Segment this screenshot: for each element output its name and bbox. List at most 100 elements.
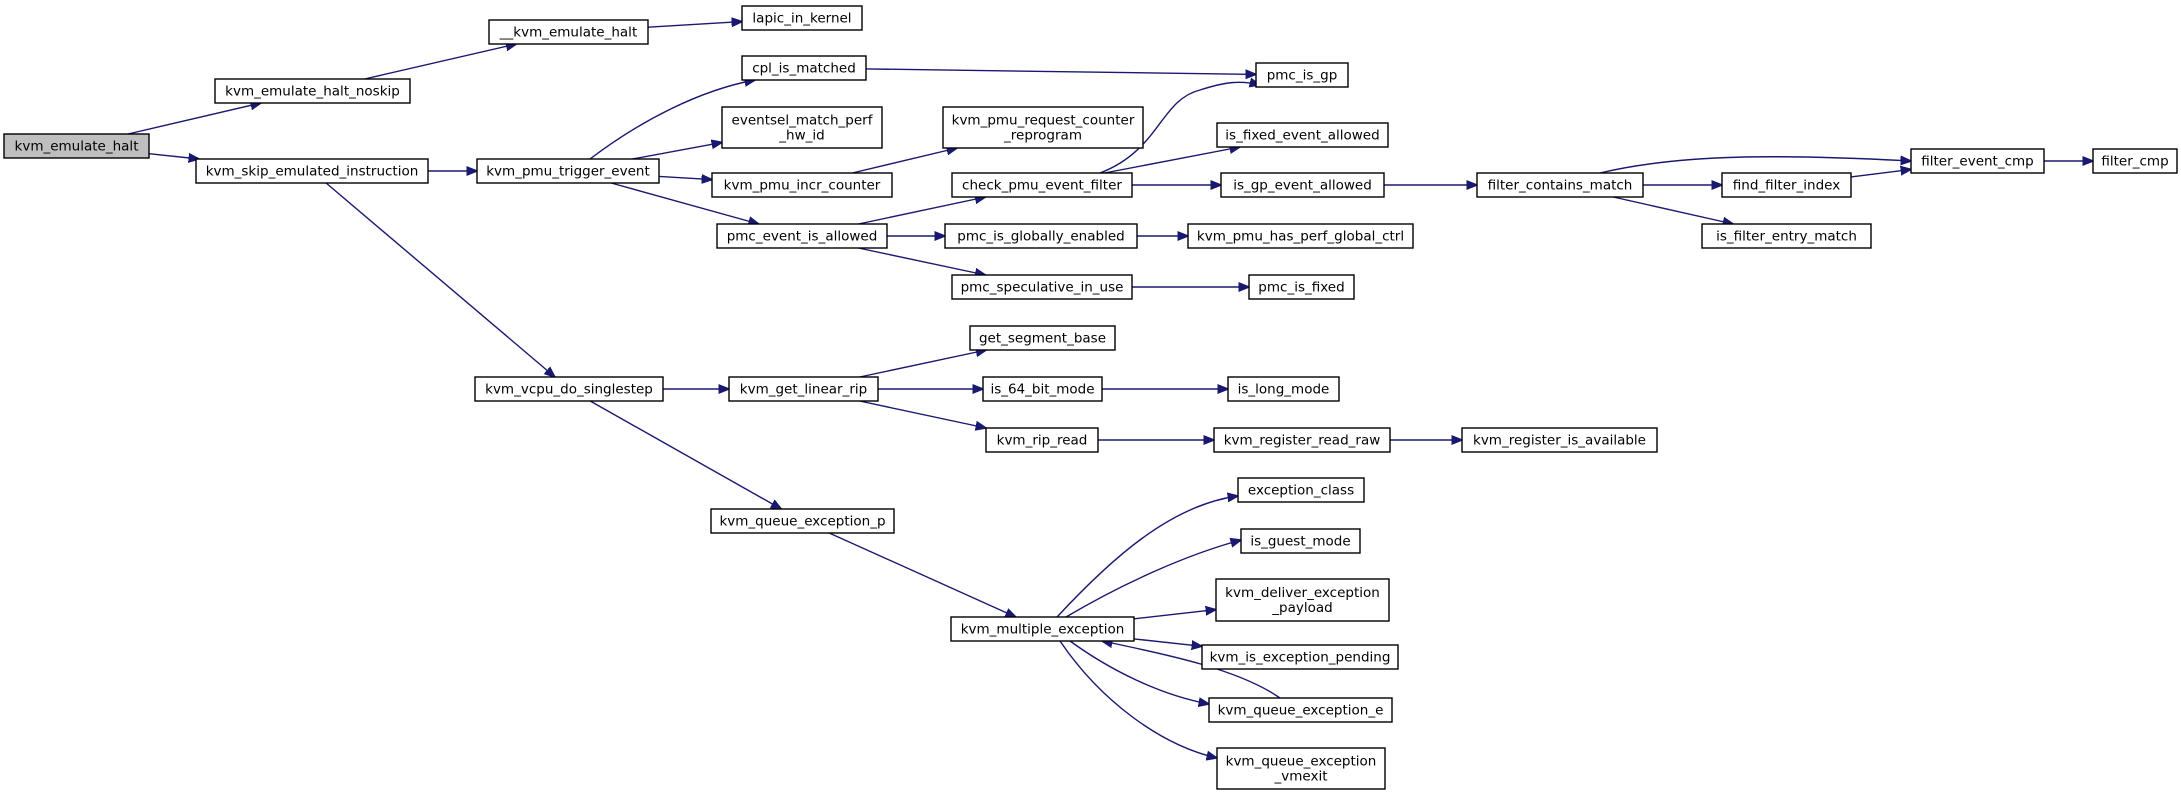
- node-box[interactable]: [474, 376, 664, 402]
- node-kvm-emulate-halt-noskip[interactable]: kvm_emulate_halt_noskip: [214, 78, 411, 104]
- node-kvm-pmu-request-counter-reprogram[interactable]: kvm_pmu_request_counter_reprogram: [942, 106, 1144, 149]
- node-box[interactable]: [1213, 427, 1391, 453]
- node-box[interactable]: [1216, 747, 1386, 790]
- edge-kvm-get-linear-rip-to-get-segment-base: [859, 350, 987, 378]
- node-kvm-get-linear-rip[interactable]: kvm_get_linear_rip: [728, 376, 879, 402]
- node-kvm-queue-exception-p[interactable]: kvm_queue_exception_p: [710, 508, 895, 534]
- node-cpl-is-matched[interactable]: cpl_is_matched: [741, 55, 867, 81]
- node-box[interactable]: [1476, 172, 1644, 198]
- edge-kvm-get-linear-rip-to-kvm-rip-read: [859, 400, 986, 428]
- node-box[interactable]: [476, 158, 660, 184]
- node-filter-contains-match[interactable]: filter_contains_match: [1476, 172, 1644, 198]
- node-box[interactable]: [1216, 122, 1389, 148]
- edge-kvm-multiple-exception-to-kvm-queue-exception-e: [1069, 640, 1209, 704]
- node-kvm-queue-exception-vmexit[interactable]: kvm_queue_exception_vmexit: [1216, 747, 1386, 790]
- edge-kvm-pmu-trigger-event-to-eventsel-match-perf-hw-id: [632, 142, 722, 160]
- node-kvm-emulate-halt[interactable]: kvm_emulate_halt: [3, 133, 150, 159]
- node-box[interactable]: [1208, 697, 1393, 723]
- node-box[interactable]: [3, 133, 150, 159]
- node-box[interactable]: [1240, 528, 1361, 554]
- node-pmc-is-globally-enabled[interactable]: pmc_is_globally_enabled: [944, 223, 1138, 249]
- node-label: kvm_queue_exception_e: [1218, 703, 1384, 719]
- node-find-filter-index[interactable]: find_filter_index: [1721, 172, 1852, 198]
- node-label: is_fixed_event_allowed: [1225, 128, 1379, 144]
- node-label: eventsel_match_perf: [732, 113, 874, 129]
- node-box[interactable]: [1910, 148, 2045, 174]
- node-box[interactable]: [214, 78, 411, 104]
- node-box[interactable]: [982, 376, 1103, 402]
- node-kvm-deliver-exception-payload[interactable]: kvm_deliver_exception_payload: [1215, 578, 1390, 622]
- node-is-guest-mode[interactable]: is_guest_mode: [1240, 528, 1361, 554]
- node-box[interactable]: [1215, 578, 1390, 622]
- node-box[interactable]: [1721, 172, 1852, 198]
- node-pmc-is-gp[interactable]: pmc_is_gp: [1255, 62, 1349, 88]
- node-kvm-pmu-incr-counter[interactable]: kvm_pmu_incr_counter: [711, 172, 893, 198]
- nodes-layer: kvm_emulate_halt kvm_emulate_halt_noskip _…: [3, 5, 2178, 790]
- node-box[interactable]: [710, 508, 895, 534]
- node-label: kvm_pmu_has_perf_global_ctrl: [1197, 229, 1404, 245]
- node-box[interactable]: [711, 172, 893, 198]
- node---kvm-emulate-halt[interactable]: __kvm_emulate_halt: [488, 19, 649, 45]
- node-pmc-is-fixed[interactable]: pmc_is_fixed: [1248, 274, 1355, 300]
- node-box[interactable]: [1220, 172, 1385, 198]
- node-label: kvm_is_exception_pending: [1210, 650, 1391, 666]
- edge-find-filter-index-to-filter-event-cmp: [1850, 169, 1911, 178]
- node-filter-cmp[interactable]: filter_cmp: [2092, 148, 2178, 174]
- node-box[interactable]: [1187, 223, 1414, 249]
- node-kvm-register-read-raw[interactable]: kvm_register_read_raw: [1213, 427, 1391, 453]
- node-kvm-skip-emulated-instruction[interactable]: kvm_skip_emulated_instruction: [195, 158, 429, 184]
- node-kvm-multiple-exception[interactable]: kvm_multiple_exception: [950, 616, 1135, 642]
- node-label: kvm_get_linear_rip: [740, 382, 867, 398]
- node-is-fixed-event-allowed[interactable]: is_fixed_event_allowed: [1216, 122, 1389, 148]
- node-kvm-register-is-available[interactable]: kvm_register_is_available: [1461, 427, 1658, 453]
- node-kvm-rip-read[interactable]: kvm_rip_read: [985, 427, 1099, 453]
- node-lapic-in-kernel[interactable]: lapic_in_kernel: [741, 5, 863, 31]
- node-filter-event-cmp[interactable]: filter_event_cmp: [1910, 148, 2045, 174]
- node-label: kvm_register_read_raw: [1224, 433, 1381, 449]
- node-box[interactable]: [969, 325, 1116, 351]
- node-box[interactable]: [942, 106, 1144, 149]
- node-kvm-is-exception-pending[interactable]: kvm_is_exception_pending: [1201, 644, 1399, 670]
- node-box[interactable]: [721, 106, 883, 149]
- node-box[interactable]: [1255, 62, 1349, 88]
- node-is-64-bit-mode[interactable]: is_64_bit_mode: [982, 376, 1103, 402]
- node-box[interactable]: [951, 274, 1133, 300]
- node-is-filter-entry-match[interactable]: is_filter_entry_match: [1701, 223, 1872, 249]
- node-box[interactable]: [985, 427, 1099, 453]
- node-pmc-speculative-in-use[interactable]: pmc_speculative_in_use: [951, 274, 1133, 300]
- node-box[interactable]: [741, 55, 867, 81]
- node-box[interactable]: [944, 223, 1138, 249]
- edge-kvm-multiple-exception-to-exception-class: [1056, 496, 1238, 618]
- node-box[interactable]: [1237, 477, 1365, 503]
- node-box[interactable]: [1248, 274, 1355, 300]
- node-box[interactable]: [488, 19, 649, 45]
- node-label: kvm_emulate_halt_noskip: [225, 84, 400, 100]
- node-is-gp-event-allowed[interactable]: is_gp_event_allowed: [1220, 172, 1385, 198]
- node-get-segment-base[interactable]: get_segment_base: [969, 325, 1116, 351]
- node-label: kvm_skip_emulated_instruction: [206, 164, 419, 180]
- node-box[interactable]: [195, 158, 429, 184]
- node-pmc-event-is-allowed[interactable]: pmc_event_is_allowed: [716, 223, 888, 249]
- node-kvm-pmu-has-perf-global-ctrl[interactable]: kvm_pmu_has_perf_global_ctrl: [1187, 223, 1414, 249]
- node-kvm-pmu-trigger-event[interactable]: kvm_pmu_trigger_event: [476, 158, 660, 184]
- node-box[interactable]: [1701, 223, 1872, 249]
- node-label: filter_contains_match: [1488, 178, 1633, 194]
- node-box[interactable]: [728, 376, 879, 402]
- node-box[interactable]: [1201, 644, 1399, 670]
- node-label: kvm_deliver_exception: [1225, 585, 1380, 601]
- node-box[interactable]: [2092, 148, 2178, 174]
- node-kvm-queue-exception-e[interactable]: kvm_queue_exception_e: [1208, 697, 1393, 723]
- node-kvm-vcpu-do-singlestep[interactable]: kvm_vcpu_do_singlestep: [474, 376, 664, 402]
- node-is-long-mode[interactable]: is_long_mode: [1227, 376, 1340, 402]
- node-check-pmu-event-filter[interactable]: check_pmu_event_filter: [951, 172, 1133, 198]
- node-box[interactable]: [1227, 376, 1340, 402]
- edge-kvm-pmu-incr-counter-to-kvm-pmu-request-counter-reprogram: [852, 148, 957, 174]
- node-label: check_pmu_event_filter: [962, 178, 1122, 194]
- node-box[interactable]: [950, 616, 1135, 642]
- node-eventsel-match-perf-hw-id[interactable]: eventsel_match_perf_hw_id: [721, 106, 883, 149]
- node-box[interactable]: [1461, 427, 1658, 453]
- node-box[interactable]: [741, 5, 863, 31]
- node-box[interactable]: [716, 223, 888, 249]
- node-box[interactable]: [951, 172, 1133, 198]
- node-exception-class[interactable]: exception_class: [1237, 477, 1365, 503]
